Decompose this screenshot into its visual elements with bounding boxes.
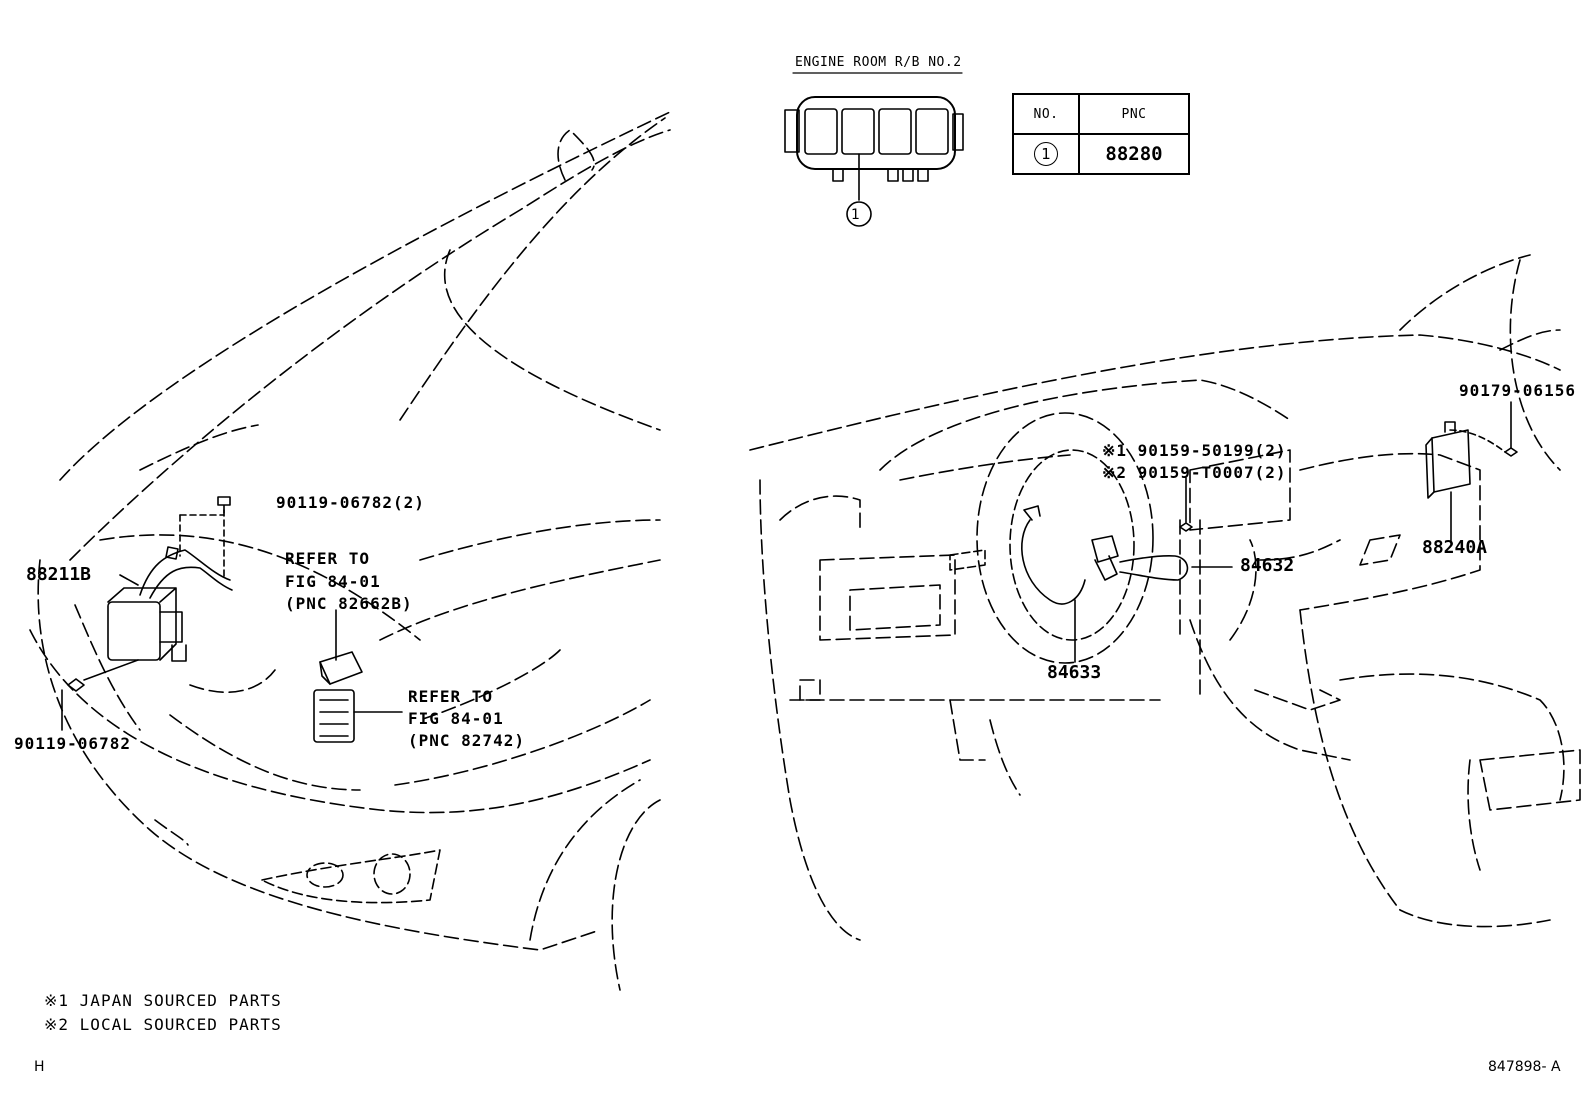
callout-88211b: 88211B bbox=[26, 564, 92, 585]
refer-note-1-line-3: (PNC 82662B) bbox=[285, 594, 413, 613]
dashboard-drawing bbox=[749, 254, 1581, 941]
callout-nut: 90179-06156 bbox=[1459, 381, 1576, 400]
pnc-table-header-row: NO. PNC bbox=[1012, 93, 1190, 135]
steering-wheel-drawing bbox=[949, 412, 1233, 664]
callout-88240a: 88240A bbox=[1422, 537, 1488, 558]
refer-note-1-line-1: REFER TO bbox=[285, 549, 371, 568]
left-components-drawing bbox=[61, 496, 403, 743]
pnc-cell-value: 88280 bbox=[1078, 133, 1190, 175]
pnc-header-pnc: PNC bbox=[1078, 93, 1190, 135]
relay-position-marker: 1 bbox=[851, 207, 860, 223]
pnc-table: NO. PNC 1 88280 bbox=[1012, 93, 1190, 175]
callout-screw-japan: ※1 90159-50199(2) bbox=[1102, 441, 1287, 460]
figure-id: 847898- A bbox=[1488, 1059, 1561, 1075]
fog-lamp-drawing bbox=[261, 849, 441, 904]
right-components-drawing bbox=[1425, 401, 1518, 544]
pnc-header-no: NO. bbox=[1012, 93, 1080, 135]
refer-note-2-line-2: FIG 84-01 bbox=[408, 709, 504, 728]
callout-84632: 84632 bbox=[1240, 555, 1295, 576]
callout-bolt-bottom: 90119-06782 bbox=[14, 734, 131, 753]
refer-note-1-line-2: FIG 84-01 bbox=[285, 572, 381, 591]
refer-note-2-line-3: (PNC 82742) bbox=[408, 731, 525, 750]
note-japan-sourced: ※1 JAPAN SOURCED PARTS bbox=[44, 991, 282, 1010]
corner-code: H bbox=[34, 1059, 45, 1075]
relay-block-drawing bbox=[784, 72, 964, 227]
pnc-table-row: 1 88280 bbox=[1012, 133, 1190, 175]
callout-84633: 84633 bbox=[1047, 662, 1102, 683]
refer-note-2-line-1: REFER TO bbox=[408, 687, 494, 706]
relay-block-title: ENGINE ROOM R/B NO.2 bbox=[795, 55, 962, 70]
note-local-sourced: ※2 LOCAL SOURCED PARTS bbox=[44, 1015, 282, 1034]
callout-bolt-top: 90119-06782(2) bbox=[276, 493, 425, 512]
callout-screw-local: ※2 90159-T0007(2) bbox=[1102, 463, 1287, 482]
pnc-cell-no: 1 bbox=[1012, 133, 1080, 175]
car-front-drawing bbox=[29, 111, 671, 991]
pnc-row-number: 1 bbox=[1034, 142, 1058, 166]
